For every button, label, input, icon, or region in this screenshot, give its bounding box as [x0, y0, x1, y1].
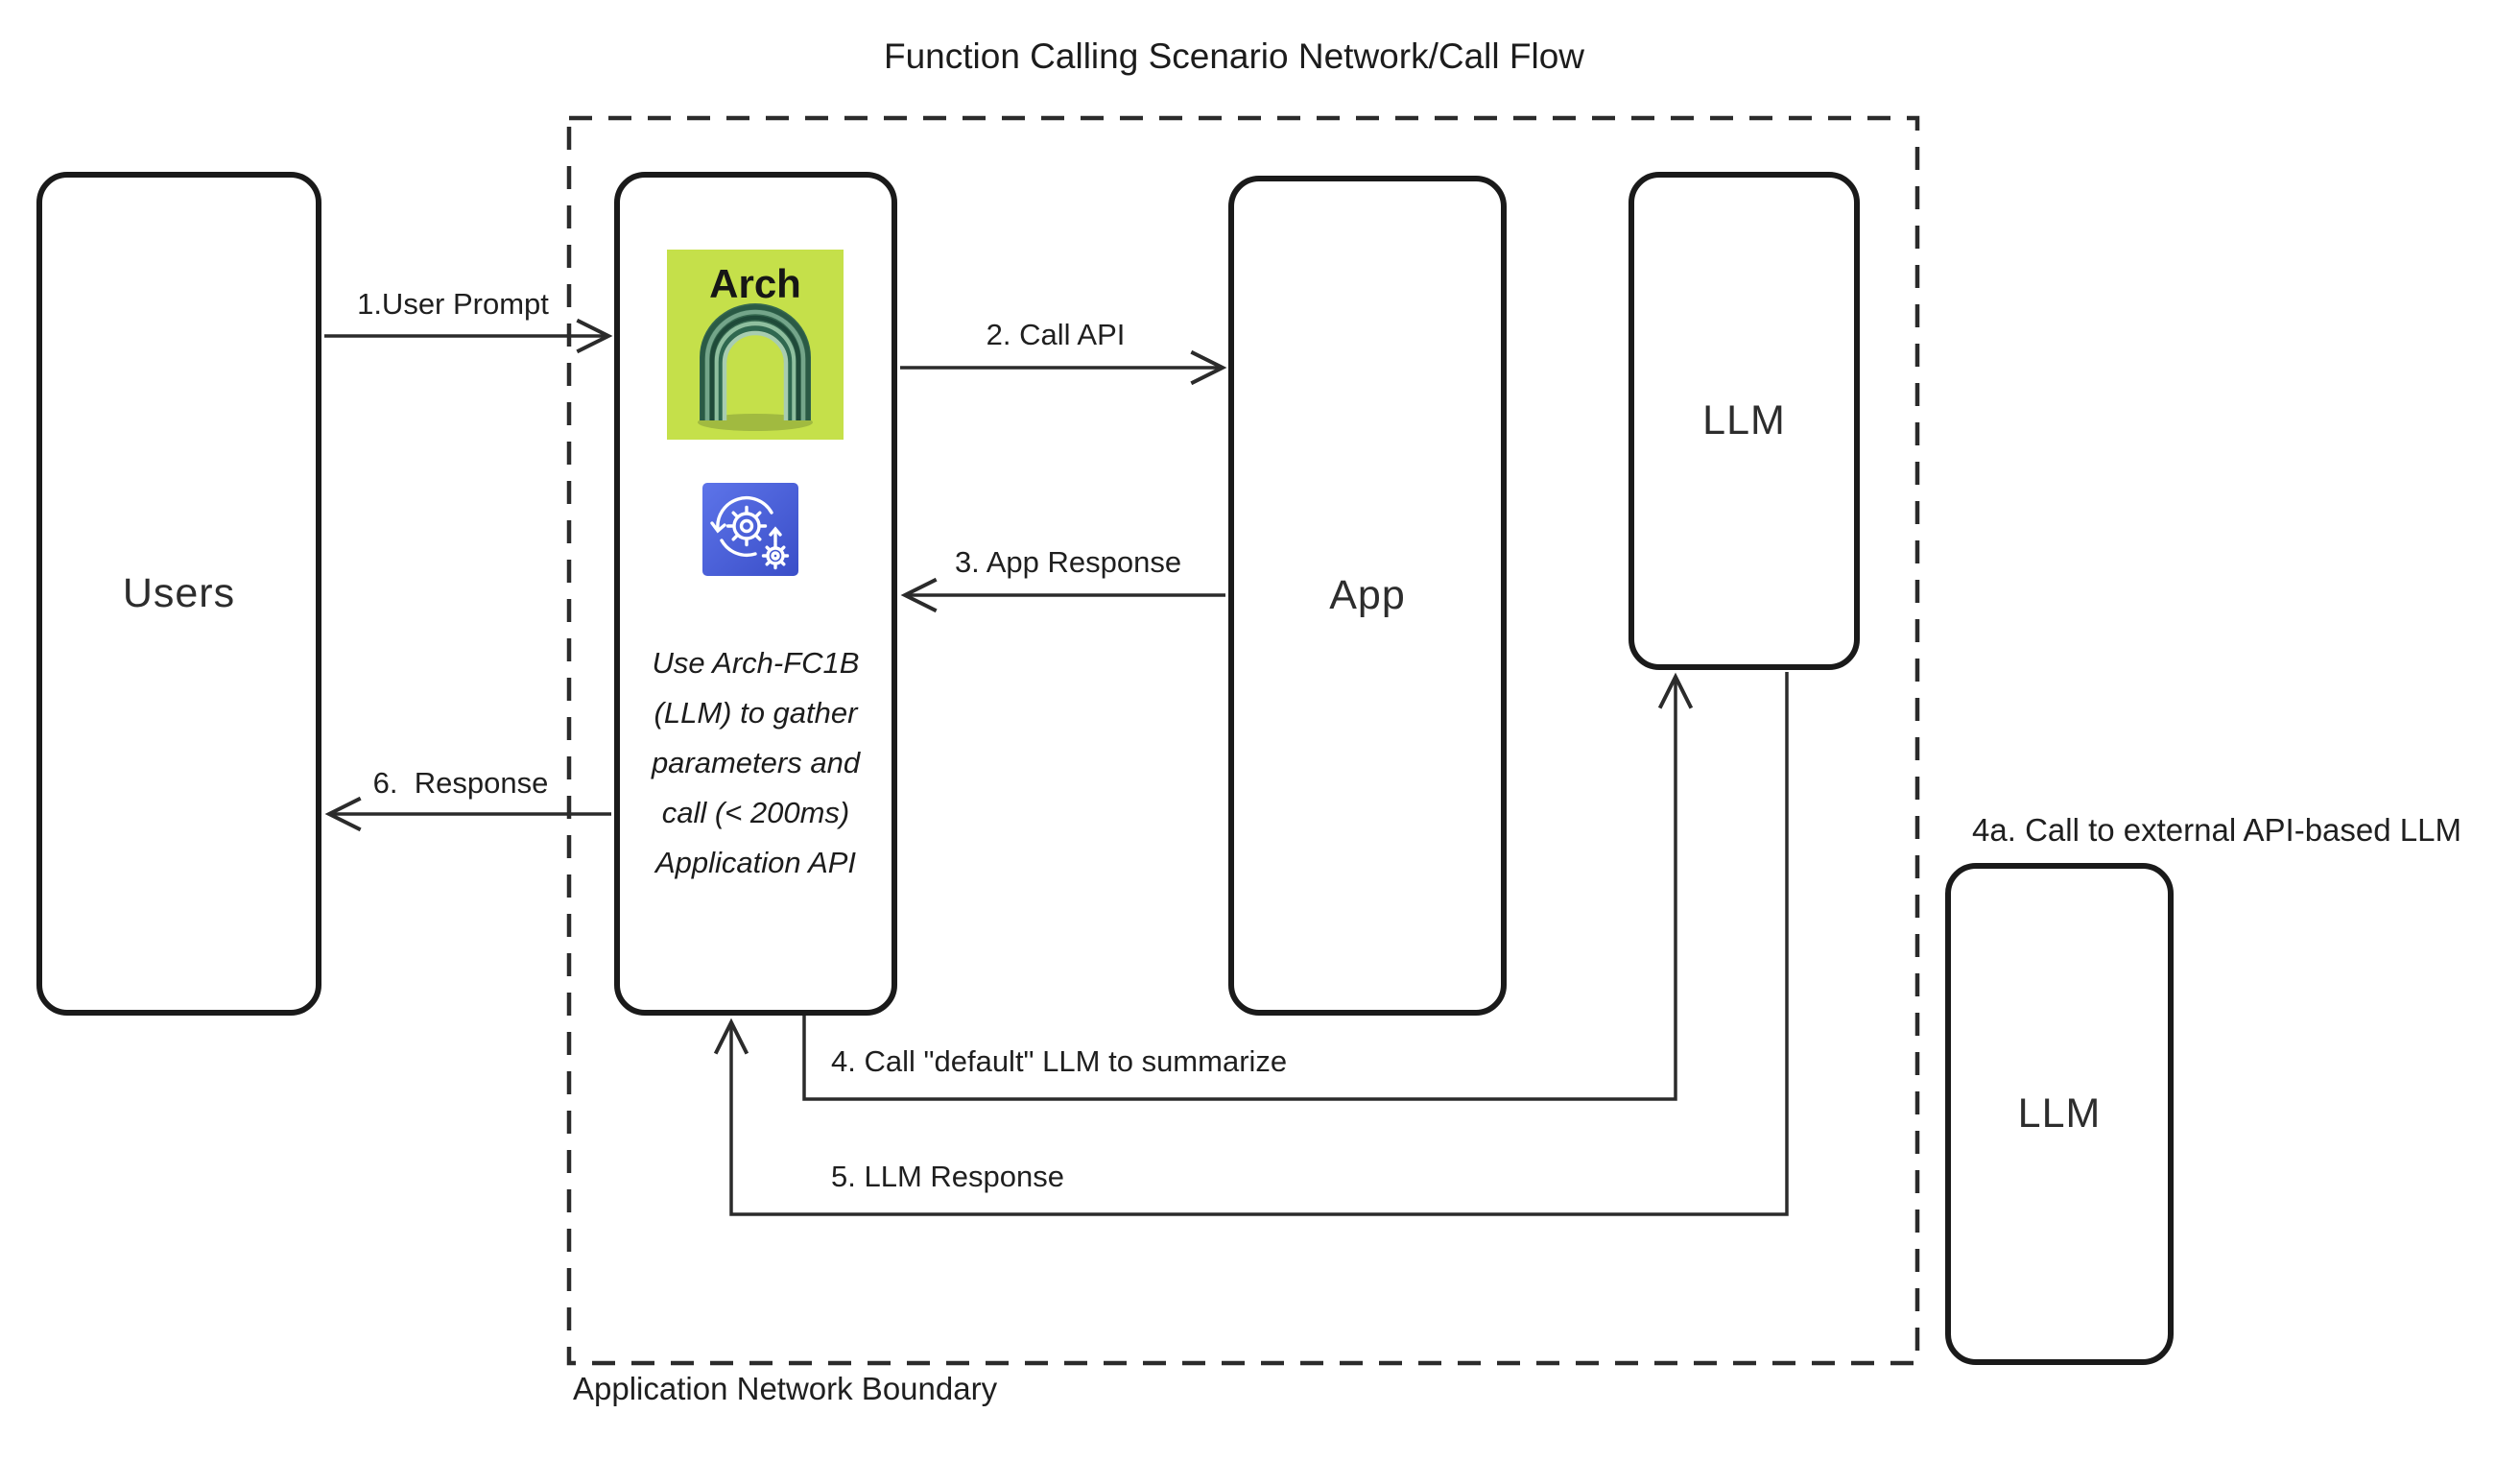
node-users-label: Users — [122, 570, 236, 616]
node-app-label: App — [1329, 572, 1406, 618]
arch-note-text: Use Arch-FC1B (LLM) to gather parameters… — [620, 638, 892, 888]
process-automation-gears-icon — [702, 483, 798, 576]
diagram-title: Function Calling Scenario Network/Call F… — [883, 36, 1585, 76]
arch-note-line: call (< 200ms) — [661, 796, 850, 829]
flow-2-label: 2. Call API — [986, 318, 1126, 351]
arch-note-line: parameters and — [651, 746, 861, 779]
network-boundary-label: Application Network Boundary — [573, 1371, 998, 1406]
flow-1-label: 1.User Prompt — [357, 287, 549, 321]
node-arch-content: Arch — [620, 178, 892, 1010]
node-llm-internal: LLM — [1628, 172, 1860, 670]
flow-5-label: 5. LLM Response — [831, 1160, 1064, 1193]
arch-rainbow-logo-icon: Arch — [667, 250, 844, 440]
external-llm-caption: 4a. Call to external API-based LLM — [1972, 812, 2461, 848]
arch-note-line: (LLM) to gather — [654, 696, 858, 730]
node-arch: Arch — [614, 172, 897, 1016]
arch-note-line: Use Arch-FC1B — [652, 646, 860, 680]
arch-logo-wordmark: Arch — [709, 261, 801, 306]
node-users: Users — [36, 172, 321, 1016]
node-app: App — [1228, 176, 1507, 1016]
node-llm-external-label: LLM — [2017, 1090, 2102, 1137]
node-llm-internal-label: LLM — [1702, 397, 1786, 443]
node-llm-external: LLM — [1945, 863, 2174, 1365]
flow-6-label: 6. Response — [372, 766, 549, 800]
arch-note-line: Application API — [654, 846, 857, 879]
flow-3-label: 3. App Response — [954, 545, 1182, 579]
flow-4-label: 4. Call "default" LLM to summarize — [831, 1044, 1288, 1078]
